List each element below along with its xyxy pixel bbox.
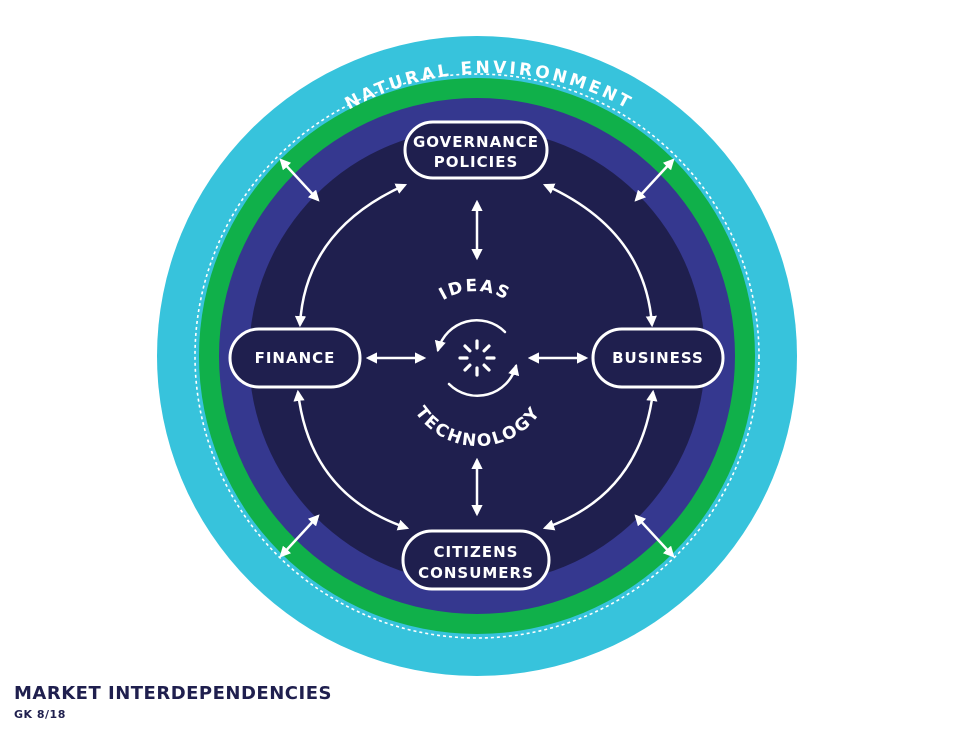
arrow-governance-finance <box>294 183 408 328</box>
caption-title: MARKET INTERDEPENDENCIES <box>14 683 332 704</box>
node-citizens-line2: CONSUMERS <box>418 564 534 582</box>
node-governance-line2: POLICIES <box>434 153 519 171</box>
node-governance-line1: GOVERNANCE <box>413 133 539 151</box>
node-citizens: CITIZENS CONSUMERS <box>401 529 551 591</box>
caption: MARKET INTERDEPENDENCIES GK 8/18 <box>14 683 332 721</box>
center-cycle-icon <box>434 318 520 398</box>
arrow-governance-business <box>542 183 657 328</box>
node-finance: FINANCE <box>228 327 362 389</box>
idea-spark-icon <box>458 339 496 377</box>
node-business-label: BUSINESS <box>612 349 704 367</box>
node-governance: GOVERNANCE POLICIES <box>403 120 549 180</box>
arrow-finance-citizens <box>293 389 410 531</box>
caption-subtitle: GK 8/18 <box>14 708 66 721</box>
environment-dotted-boundary <box>194 73 760 639</box>
node-finance-label: FINANCE <box>255 349 336 367</box>
node-business: BUSINESS <box>591 327 725 389</box>
node-citizens-line1: CITIZENS <box>434 543 519 561</box>
arrow-business-citizens <box>542 389 658 531</box>
market-interdependencies-diagram: NATURAL ENVIRONMENT IDEAS <box>157 36 797 676</box>
